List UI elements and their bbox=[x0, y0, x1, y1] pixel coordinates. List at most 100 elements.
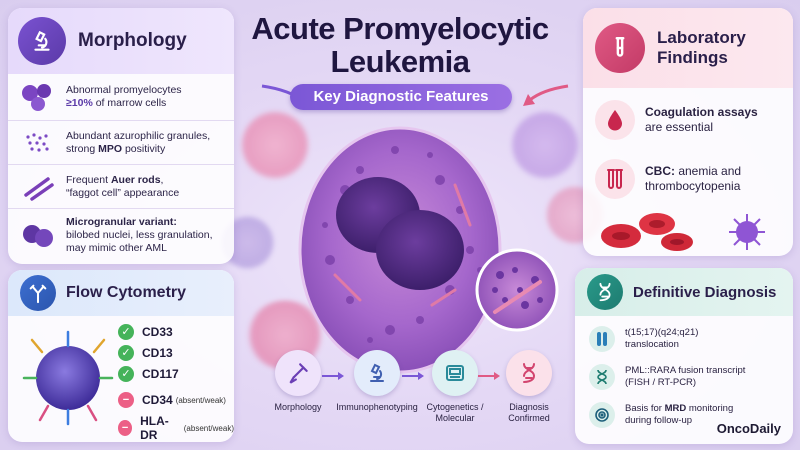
blood-drop-icon bbox=[595, 100, 635, 140]
morphology-item: Frequent Auer rods, “faggot cell” appear… bbox=[8, 164, 234, 208]
morphology-title: Morphology bbox=[78, 30, 187, 51]
diagnosis-item-text: during follow-up bbox=[625, 415, 693, 426]
marker-cd117: ✓ CD117 bbox=[118, 366, 179, 382]
subtitle-badge: Key Diagnostic Features bbox=[290, 84, 512, 110]
flow-cytometry-panel: Flow Cytometry ✓CD33 ✓CD13 ✓CD117 −CD34(… bbox=[8, 270, 234, 442]
workflow-step-label-line: Diagnosis bbox=[509, 402, 549, 412]
morphology-item: Microgranular variant: bilobed nuclei, l… bbox=[8, 208, 234, 262]
morphology-item-bold: MPO bbox=[98, 142, 123, 155]
morphology-item-text: Abnormal promyelocytes bbox=[66, 84, 182, 96]
marker-cd13: ✓ CD13 bbox=[118, 345, 173, 361]
sequencer-icon bbox=[432, 350, 478, 396]
marker-note: (absent/weak) bbox=[175, 395, 226, 405]
marker-label: CD34 bbox=[142, 393, 173, 407]
morphology-item-text: bilobed nuclei, less granulation, bbox=[66, 229, 213, 241]
morphology-item-text: , bbox=[160, 173, 164, 186]
chromosome-icon bbox=[589, 326, 615, 352]
workflow-step-label: Diagnosis Confirmed bbox=[496, 402, 562, 424]
morphology-item-text: Frequent bbox=[66, 173, 111, 186]
test-tube-icon bbox=[595, 23, 645, 73]
lab-title-line-1: Laboratory bbox=[657, 28, 746, 47]
red-cells-platelet-illustration bbox=[601, 213, 765, 251]
marker-cd34: −CD34(absent/weak) bbox=[118, 392, 226, 408]
lab-item: Coagulation assays are essential bbox=[583, 88, 793, 152]
morphology-item-bold: ≥10% bbox=[66, 97, 93, 109]
marker-label: CD33 bbox=[142, 325, 173, 339]
lab-item-text: thrombocytopenia bbox=[645, 179, 741, 193]
workflow-step-label: Cytogenetics / Molecular bbox=[420, 402, 490, 424]
definitive-diagnosis-title: Definitive Diagnosis bbox=[633, 283, 777, 301]
diagnosis-item: t(15;17)(q24;q21) translocation bbox=[575, 320, 793, 358]
lab-item-bold: Coagulation assays bbox=[645, 105, 758, 119]
workflow-step-label-line: Molecular bbox=[435, 413, 475, 423]
diagnosis-item-text: t(15;17)(q24;q21) bbox=[625, 327, 699, 338]
definitive-diagnosis-panel: Definitive Diagnosis t(15;17)(q24;q21) t… bbox=[575, 268, 793, 444]
labeled-cell-icon bbox=[22, 330, 114, 426]
diagnosis-item-text: Basis for bbox=[625, 403, 665, 414]
diagnosis-item-text: PML::RARA fusion transcript bbox=[625, 365, 746, 376]
morphology-panel: Morphology Abnormal promyelocytes ≥10% o… bbox=[8, 8, 234, 264]
morphology-item-text: of marrow cells bbox=[92, 97, 167, 109]
diagnosis-item: Basis for MRD monitoring during follow-u… bbox=[575, 396, 793, 434]
title-line-2: Leukemia bbox=[330, 44, 470, 79]
diagnosis-item-text: translocation bbox=[625, 339, 679, 350]
check-icon: ✓ bbox=[118, 345, 134, 361]
lab-item-bold: CBC: bbox=[645, 164, 675, 178]
morphology-item-bold: Microgranular variant: bbox=[66, 216, 177, 228]
workflow-step-label: Immunophenotyping bbox=[336, 402, 418, 412]
lab-findings-header: Laboratory Findings bbox=[583, 8, 793, 88]
morphology-item-text: positivity bbox=[122, 142, 166, 155]
lab-item-text: anemia and bbox=[675, 164, 742, 178]
lab-title-line-2: Findings bbox=[657, 48, 728, 67]
marker-label: CD13 bbox=[142, 346, 173, 360]
morphology-item-text: Abundant azurophilic granules, bbox=[66, 129, 211, 142]
workflow-step-label-line: Cytogenetics / bbox=[426, 402, 484, 412]
morphology-header: Morphology bbox=[8, 8, 234, 74]
workflow-step-label-line: Confirmed bbox=[508, 413, 550, 423]
flow-cytometry-title: Flow Cytometry bbox=[66, 284, 187, 301]
check-icon: ✓ bbox=[118, 366, 134, 382]
dna-icon bbox=[506, 350, 552, 396]
diagnosis-item: PML::RARA fusion transcript (FISH / RT-P… bbox=[575, 358, 793, 396]
lab-findings-title: Laboratory Findings bbox=[657, 28, 746, 68]
arrow-right-icon bbox=[402, 372, 424, 380]
microscope-icon bbox=[354, 350, 400, 396]
marker-note: (absent/weak) bbox=[183, 423, 234, 433]
lab-item: CBC: anemia and thrombocytopenia bbox=[583, 152, 793, 206]
workflow-step-immunophenotyping: Immunophenotyping bbox=[336, 350, 418, 413]
minus-icon: − bbox=[118, 420, 133, 436]
microscope-icon bbox=[18, 17, 66, 65]
arrow-right-icon bbox=[478, 372, 500, 380]
microgranular-cells-icon bbox=[16, 218, 60, 254]
background-cell bbox=[510, 110, 580, 180]
promyelocyte-cells-icon bbox=[16, 79, 60, 115]
morphology-item-text: strong bbox=[66, 142, 99, 155]
diagnosis-item-text: (FISH / RT-PCR) bbox=[625, 377, 697, 388]
morphology-item-bold: Auer rods bbox=[110, 173, 161, 186]
sampling-icon bbox=[275, 350, 321, 396]
page-title: Acute Promyelocytic Leukemia bbox=[240, 12, 560, 78]
title-line-1: Acute Promyelocytic bbox=[251, 11, 549, 46]
marker-label: HLA-DR bbox=[140, 414, 169, 442]
morphology-item: Abnormal promyelocytes ≥10% of marrow ce… bbox=[8, 74, 234, 120]
marker-label: CD117 bbox=[142, 367, 179, 381]
marker-cd33: ✓ CD33 bbox=[118, 324, 173, 340]
granules-icon bbox=[16, 125, 60, 161]
workflow-step-morphology: Morphology bbox=[260, 350, 336, 413]
morphology-item-text: may mimic other AML bbox=[66, 242, 167, 254]
antibody-icon bbox=[20, 275, 56, 311]
workflow-step-diagnosis-confirmed: Diagnosis Confirmed bbox=[496, 350, 562, 424]
flow-cytometry-header: Flow Cytometry bbox=[8, 270, 234, 316]
check-icon: ✓ bbox=[118, 324, 134, 340]
workflow-step-cytogenetics: Cytogenetics / Molecular bbox=[420, 350, 490, 424]
diagnosis-item-bold: MRD bbox=[664, 403, 687, 414]
blood-tubes-icon bbox=[595, 159, 635, 199]
marker-hla-dr: −HLA-DR (absent/weak) bbox=[118, 414, 234, 442]
dna-helix-icon bbox=[589, 364, 615, 390]
minus-icon: − bbox=[118, 392, 134, 408]
dna-icon bbox=[587, 274, 623, 310]
workflow-step-label: Morphology bbox=[274, 402, 322, 412]
definitive-diagnosis-header: Definitive Diagnosis bbox=[575, 268, 793, 316]
morphology-item: Abundant azurophilic granules, strong MP… bbox=[8, 120, 234, 164]
